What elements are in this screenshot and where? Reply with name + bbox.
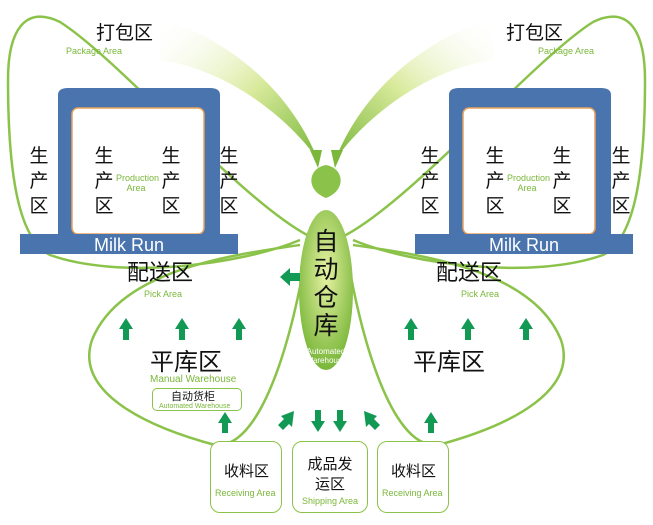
auto-cabinet-box: 自动货柜 Automated Warehouse (152, 388, 242, 411)
milk-run-right: Milk Run (488, 235, 559, 255)
auto-cabinet-cn: 自动货柜 (171, 390, 215, 403)
production-zone-left-3: 生产区 (161, 145, 181, 217)
receiving-area-right-box: 收料区 Receiving Area (377, 441, 449, 513)
left-leaf (160, 18, 318, 160)
pick-area-left-en: Pick Area (144, 289, 183, 299)
package-area-left-cn: 打包区 (96, 22, 154, 44)
right-leaf-arrow (331, 150, 343, 168)
left-leaf-arrow (310, 150, 322, 168)
pick-area-left-cn: 配送区 (127, 261, 194, 286)
manual-warehouse-left-cn: 平库区 (150, 348, 222, 376)
flow-arrows (119, 268, 533, 433)
production-area-right-en: Production Area (507, 173, 551, 193)
package-area-right-en: Package Area (538, 46, 595, 56)
shipping-area-box: 成品发运区 Shipping Area (292, 441, 368, 513)
receiving-area-right-cn: 收料区 (391, 462, 437, 480)
shipping-area-en: Shipping Area (302, 496, 359, 506)
butterfly-head (311, 165, 341, 198)
production-zone-outer-left-1: 生产区 (29, 145, 49, 217)
production-zone-left-2: 生产区 (94, 145, 114, 217)
automated-warehouse-en: Automated Warehouse (305, 347, 347, 365)
production-frame-right (415, 88, 633, 254)
automated-warehouse-cn: 自动仓库 (313, 227, 339, 340)
receiving-area-left-en: Receiving Area (215, 488, 276, 498)
production-zone-right-3: 生产区 (552, 145, 572, 217)
production-zone-outer-left-4: 生产区 (219, 145, 239, 217)
manual-warehouse-left-en: Manual Warehouse (150, 374, 237, 385)
receiving-area-left-box: 收料区 Receiving Area (210, 441, 282, 513)
production-zone-outer-right-1: 生产区 (420, 145, 440, 217)
production-zone-right-2: 生产区 (485, 145, 505, 217)
right-leaf (335, 18, 493, 160)
shipping-area-cn: 成品发运区 (307, 455, 353, 493)
receiving-area-left-cn: 收料区 (224, 462, 270, 480)
pick-area-right-en: Pick Area (461, 289, 500, 299)
production-zone-outer-right-4: 生产区 (611, 145, 631, 217)
production-area-left-en: Production Area (116, 173, 160, 193)
manual-warehouse-right-cn: 平库区 (413, 348, 485, 376)
milk-run-left: Milk Run (93, 235, 164, 255)
auto-cabinet-en: Automated Warehouse (159, 403, 231, 410)
receiving-area-right-en: Receiving Area (382, 488, 443, 498)
package-area-right-cn: 打包区 (506, 22, 564, 44)
package-area-left-en: Package Area (66, 46, 123, 56)
butterfly-body (299, 210, 353, 370)
pick-area-right-cn: 配送区 (436, 261, 503, 286)
production-frame-left (20, 88, 238, 254)
